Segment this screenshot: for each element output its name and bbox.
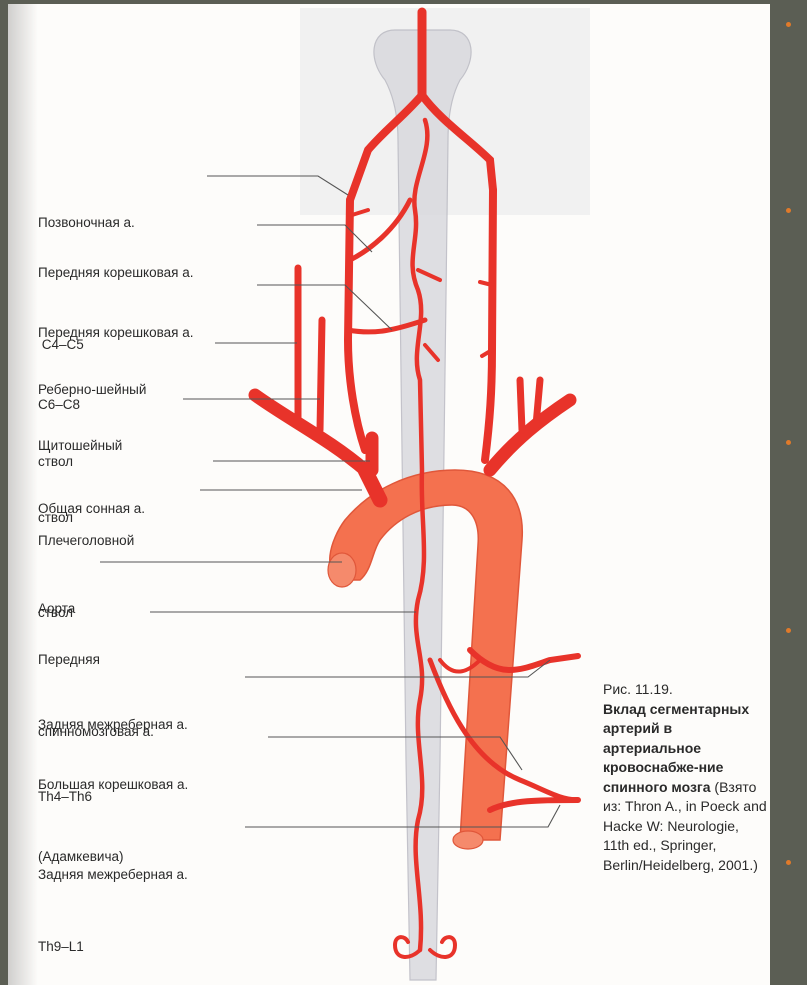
right-cervical-branch [536, 380, 540, 425]
label-posterior-intercostal-th9l1: Задняя межреберная а. Th9–L1 [38, 815, 188, 983]
left-vertebral-artery [348, 200, 365, 450]
right-vertebral-artery [485, 190, 493, 460]
aorta-end [328, 553, 356, 587]
leader-ant-radicular-c4c5 [257, 225, 372, 252]
descending-aorta-end [453, 831, 483, 849]
caption-number: Рис. 11.19. [603, 681, 673, 697]
leader-post-intercostal-th9l1 [245, 805, 560, 827]
thyrocervical-trunk [320, 320, 322, 430]
right-cervical-branch [520, 380, 522, 430]
right-subclavian-artery [490, 400, 570, 470]
figure-caption: Рис. 11.19. Вклад сегментарных артерий в… [603, 680, 768, 875]
brachiocephalic-trunk [365, 470, 380, 500]
left-subclavian-artery [255, 395, 365, 470]
